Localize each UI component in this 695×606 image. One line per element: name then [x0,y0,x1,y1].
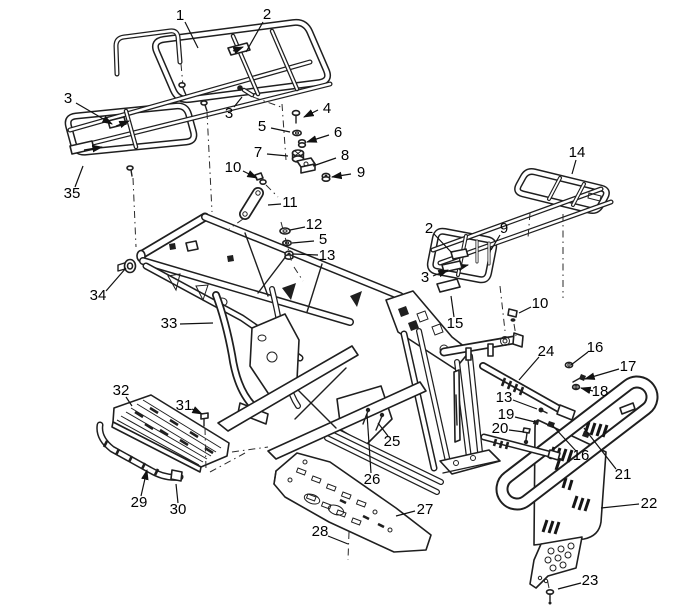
callout-16-upper: 16 [587,339,604,356]
hardware-right [507,308,586,605]
callout-5-stack: 5 [319,231,327,248]
rear-rack [426,168,614,332]
peg-bolts [362,407,385,431]
front-rack [64,18,333,248]
callout-1: 1 [176,7,184,24]
bolt-31 [200,412,209,471]
strap-15 [436,278,461,293]
callout-11: 11 [282,194,298,211]
washer-5 [291,129,302,137]
callout-3-front-bolt: 3 [225,105,233,122]
callout-3-rear: 3 [421,269,429,286]
callout-6: 6 [334,124,342,141]
callout-22: 22 [641,495,658,512]
callout-32: 32 [113,382,130,399]
callout-34: 34 [90,287,107,304]
callout-8: 8 [341,147,349,164]
callout-33: 33 [161,315,178,332]
callout-2-front: 2 [263,6,271,23]
bracket-8 [296,157,316,174]
rubber-strap-front [107,116,131,129]
bumper-foot-plate [529,536,583,589]
nut-6 [297,139,307,149]
callout-10-rear: 10 [532,295,549,312]
callout-18: 18 [592,383,609,400]
bumper-brace-upper [479,362,576,421]
footrest-support-bar [217,345,427,460]
bushing-34 [117,258,137,274]
callout-2-rear: 2 [425,220,433,237]
bumper-mount-beam [439,332,524,361]
callout-27: 27 [417,501,434,518]
hardware-front [228,85,331,282]
callout-28: 28 [312,523,329,540]
callout-9-rear: 9 [500,220,508,237]
footrest-rail [96,421,184,482]
callout-9-front: 9 [357,164,365,181]
callout-19: 19 [498,406,515,423]
callout-35: 35 [64,185,81,202]
callout-16-lower: 16 [573,447,590,464]
main-frame [117,212,524,495]
callout-15: 15 [447,315,464,332]
callout-30: 30 [170,501,187,518]
callout-29: 29 [131,494,148,511]
reflector-tag-front [227,42,251,56]
callout-7: 7 [254,144,262,161]
callout-3-front-strap: 3 [64,90,72,107]
callout-17: 17 [620,358,637,375]
callout-13-stack: 13 [319,247,336,264]
callout-23: 23 [582,572,599,589]
left-footrest [96,394,269,482]
callout-14: 14 [569,144,586,161]
callout-5-upper: 5 [258,118,266,135]
link-bracket-11 [239,187,264,220]
callout-10-front: 10 [225,159,242,176]
bumper-brace-lower [480,433,561,461]
nut-9 [321,172,331,183]
rear-tower [385,290,501,475]
callout-25: 25 [384,433,401,450]
washer-12 [279,227,291,235]
callout-24: 24 [538,343,555,360]
callout-12: 12 [306,216,323,233]
callout-20: 20 [492,420,509,437]
callout-4: 4 [323,100,331,117]
front-bumper [479,308,659,605]
bolt-4 [291,109,301,124]
leader-lines [74,21,640,590]
callout-26: 26 [364,471,381,488]
skid-plate [273,452,432,561]
nut-13 [284,250,294,261]
strap-35 [69,140,104,155]
callout-31: 31 [176,397,193,414]
rack-mount-bolts [126,82,208,177]
callout-labels: 1 2 3 3 4 5 6 7 8 9 10 11 12 5 13 14 2 9… [64,6,658,589]
callout-13-bumper: 13 [496,389,513,406]
callout-21: 21 [615,466,632,483]
